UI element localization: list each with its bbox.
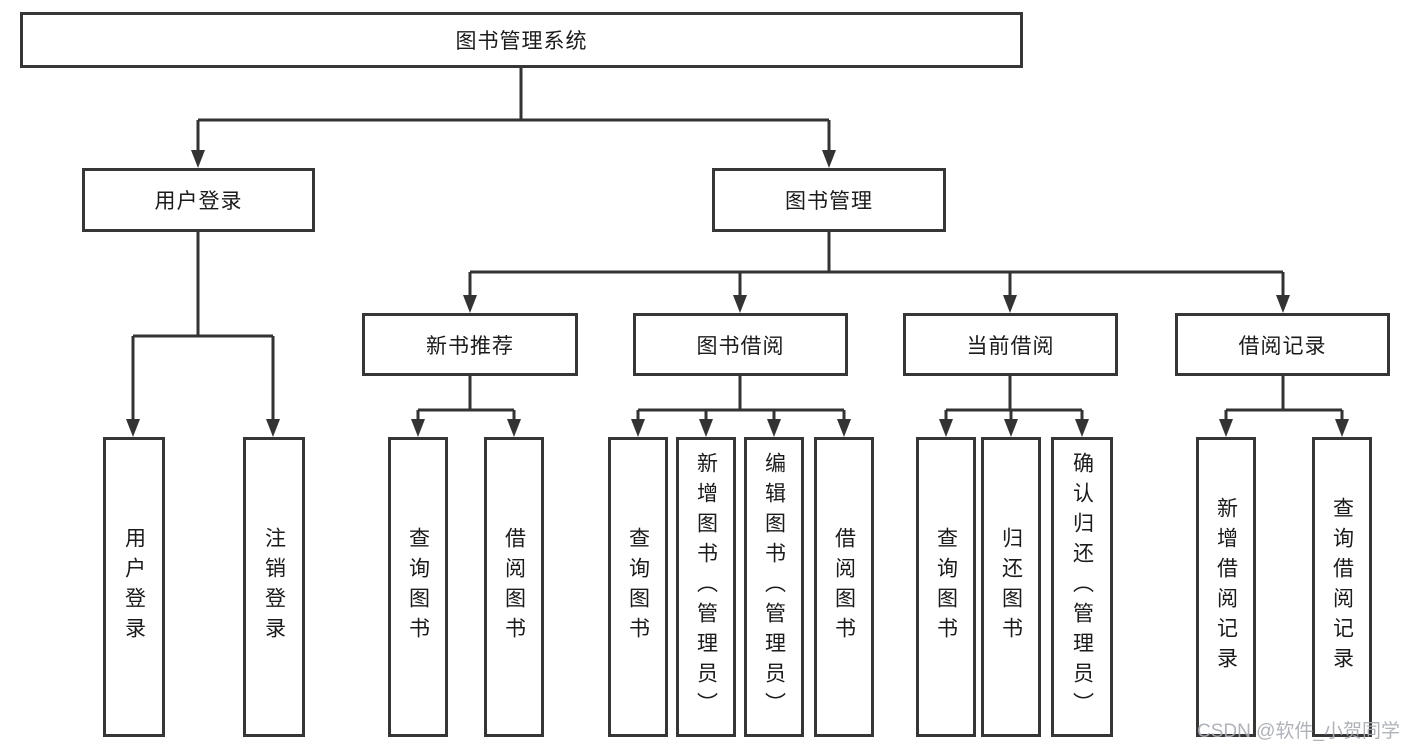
leaf-recommend-query-books: 查询图书 — [388, 437, 448, 737]
node-book-management: 图书管理 — [712, 168, 946, 232]
leaf-return-books: 归还图书 — [981, 437, 1041, 737]
leaf-user-login: 用户登录 — [103, 437, 165, 737]
leaf-add-borrow-record-label: 新增借阅记录 — [1214, 497, 1238, 677]
leaf-logout: 注销登录 — [243, 437, 305, 737]
leaf-add-books-admin-label: 新增图书（管理员） — [694, 452, 718, 722]
leaf-add-borrow-record: 新增借阅记录 — [1196, 437, 1256, 737]
leaf-recommend-borrow-books: 借阅图书 — [484, 437, 544, 737]
leaf-edit-books-admin: 编辑图书（管理员） — [744, 437, 804, 737]
node-current-borrow-label: 当前借阅 — [966, 334, 1055, 358]
leaf-query-borrow-record-label: 查询借阅记录 — [1330, 497, 1354, 677]
leaf-borrow-books: 借阅图书 — [814, 437, 874, 737]
node-user-login-label: 用户登录 — [154, 190, 243, 213]
node-book-borrow-label: 图书借阅 — [696, 334, 785, 358]
node-root-label: 图书管理系统 — [455, 30, 588, 53]
leaf-query-borrow-record: 查询借阅记录 — [1312, 437, 1372, 737]
leaf-user-login-label: 用户登录 — [122, 527, 146, 647]
leaf-borrow-query-books-label: 查询图书 — [626, 527, 650, 647]
leaf-current-query-books: 查询图书 — [916, 437, 976, 737]
leaf-current-query-books-label: 查询图书 — [934, 527, 958, 647]
node-book-management-label: 图书管理 — [785, 190, 873, 213]
node-current-borrow: 当前借阅 — [903, 313, 1118, 376]
leaf-add-books-admin: 新增图书（管理员） — [676, 437, 736, 737]
leaf-edit-books-admin-label: 编辑图书（管理员） — [762, 452, 786, 722]
leaf-logout-label: 注销登录 — [262, 527, 286, 647]
leaf-borrow-books-label: 借阅图书 — [832, 527, 856, 647]
leaf-recommend-borrow-books-label: 借阅图书 — [502, 527, 526, 647]
leaf-return-books-label: 归还图书 — [999, 527, 1023, 647]
leaf-confirm-return-admin-label: 确认归还（管理员） — [1070, 452, 1094, 722]
node-root-system: 图书管理系统 — [20, 12, 1023, 68]
node-new-book-recommend-label: 新书推荐 — [426, 334, 514, 358]
node-user-login: 用户登录 — [82, 168, 315, 232]
leaf-recommend-query-books-label: 查询图书 — [406, 527, 430, 647]
node-borrow-records: 借阅记录 — [1175, 313, 1390, 376]
node-book-borrow: 图书借阅 — [633, 313, 848, 376]
node-new-book-recommend: 新书推荐 — [362, 313, 578, 376]
leaf-borrow-query-books: 查询图书 — [608, 437, 668, 737]
node-borrow-records-label: 借阅记录 — [1238, 334, 1327, 358]
leaf-confirm-return-admin: 确认归还（管理员） — [1051, 437, 1113, 737]
csdn-watermark: CSDN @软件_小贺同学 — [1197, 721, 1400, 742]
